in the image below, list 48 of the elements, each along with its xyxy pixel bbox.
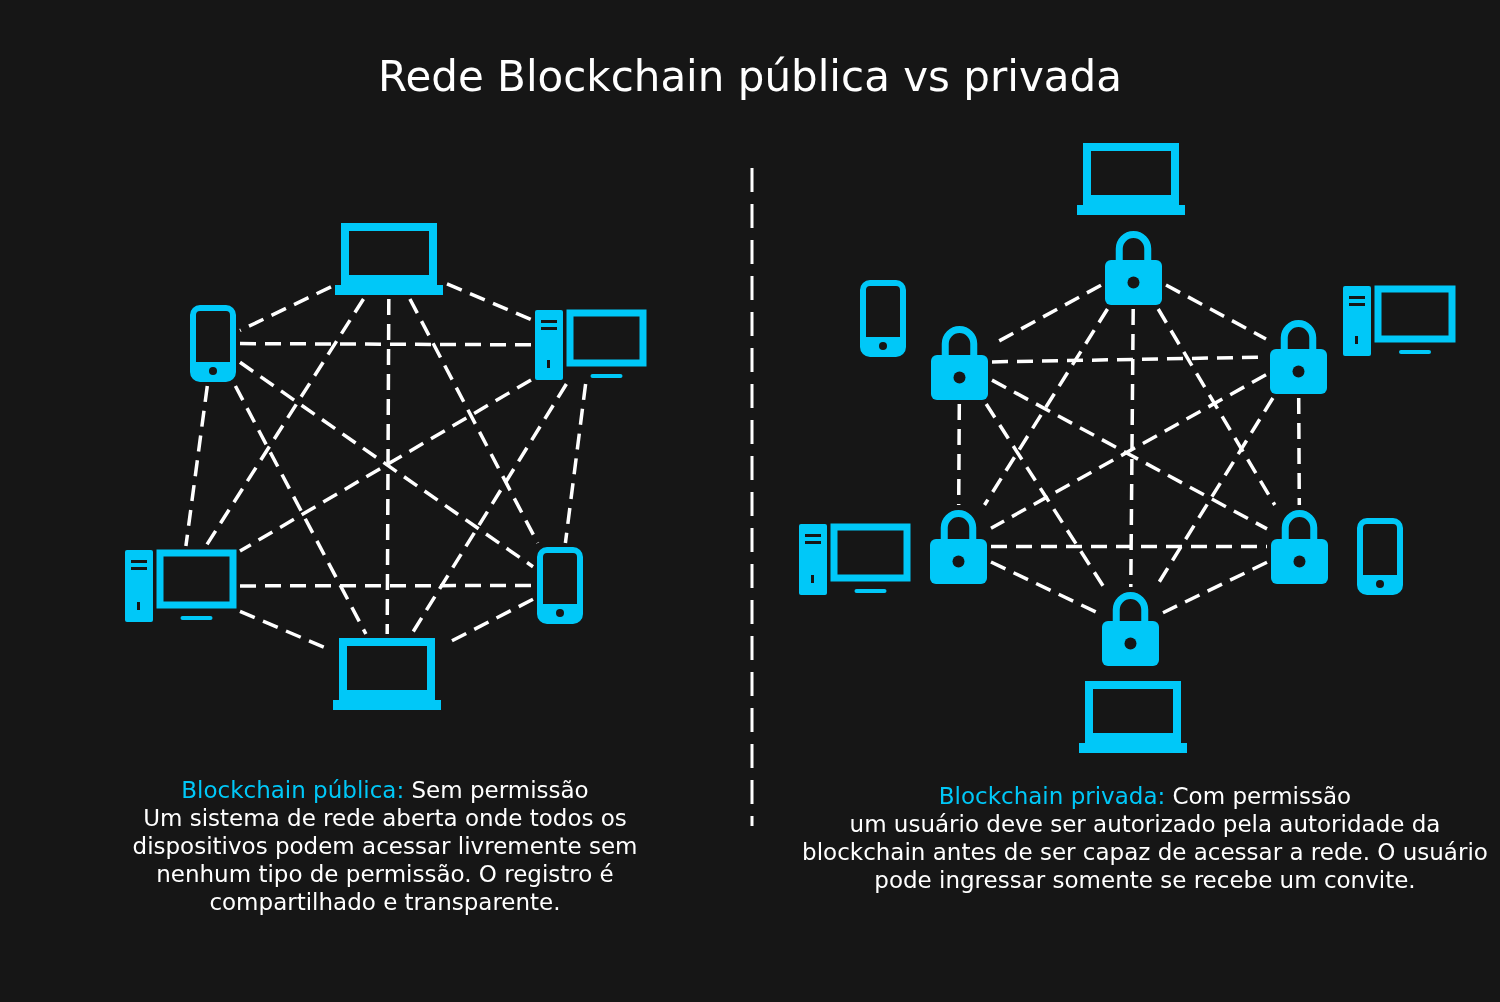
title: Rede Blockchain pública vs privada bbox=[377, 52, 1123, 101]
permission-subheading: Com permissão bbox=[1172, 783, 1352, 809]
lock-icon bbox=[931, 325, 988, 400]
dashed-connector bbox=[385, 299, 391, 634]
desktop-icon bbox=[535, 310, 646, 380]
dashed-connector bbox=[410, 383, 568, 635]
permission-subheading: Sem permissão bbox=[411, 777, 589, 803]
phone-icon bbox=[190, 305, 236, 382]
dashed-connector bbox=[408, 298, 540, 544]
section-heading: Blockchain pública: bbox=[181, 777, 405, 803]
section-heading: Blockchain privada: bbox=[938, 783, 1166, 809]
lock-icon bbox=[1102, 591, 1159, 666]
laptop-icon bbox=[1079, 681, 1187, 753]
dashed-connector bbox=[563, 383, 588, 544]
dashed-connector bbox=[239, 378, 532, 553]
laptop-icon bbox=[1077, 143, 1185, 215]
phone-icon bbox=[1357, 518, 1403, 595]
dashed-connector bbox=[1162, 560, 1268, 615]
dashed-connector bbox=[239, 360, 534, 569]
dashed-connector bbox=[1165, 283, 1267, 341]
laptop-icon bbox=[333, 638, 441, 710]
lock-icon bbox=[1271, 509, 1328, 584]
dashed-connector bbox=[239, 285, 332, 333]
desktop-icon bbox=[799, 524, 910, 595]
phone-icon bbox=[860, 280, 906, 357]
description-text: um usuário deve ser autorizado pela autoridade da blockchain antes de ser capaz de acessar a rede. O usuário pode ingressar somente se recebe um convite. bbox=[801, 810, 1489, 894]
lock-icon bbox=[1270, 319, 1327, 394]
dashed-connector bbox=[233, 385, 368, 635]
dashed-connector bbox=[184, 385, 210, 547]
dashed-connector bbox=[446, 282, 532, 322]
phone-icon bbox=[537, 547, 583, 624]
lock-icon bbox=[1105, 230, 1162, 305]
lock-icon bbox=[930, 509, 987, 584]
dashed-connector bbox=[983, 308, 1109, 506]
desktop-icon bbox=[1343, 286, 1455, 356]
dashed-connector bbox=[240, 341, 531, 347]
dashed-connector bbox=[1296, 398, 1302, 505]
laptop-icon bbox=[335, 223, 443, 295]
dashed-connector bbox=[984, 403, 1106, 588]
dashed-connector bbox=[240, 583, 533, 588]
dashed-connector bbox=[204, 298, 365, 547]
description-text: Um sistema de rede aberta onde todos os dispositivos podem acessar livremente sem nenhum tipo de permissão. O registro é compartilhado e transparente. bbox=[131, 804, 639, 916]
dashed-connector bbox=[991, 544, 1267, 549]
dashed-connector bbox=[990, 560, 1099, 615]
dashed-connector bbox=[1156, 308, 1277, 506]
dashed-connector bbox=[1129, 309, 1135, 587]
desktop-icon bbox=[125, 550, 236, 622]
dashed-connector bbox=[956, 404, 962, 505]
